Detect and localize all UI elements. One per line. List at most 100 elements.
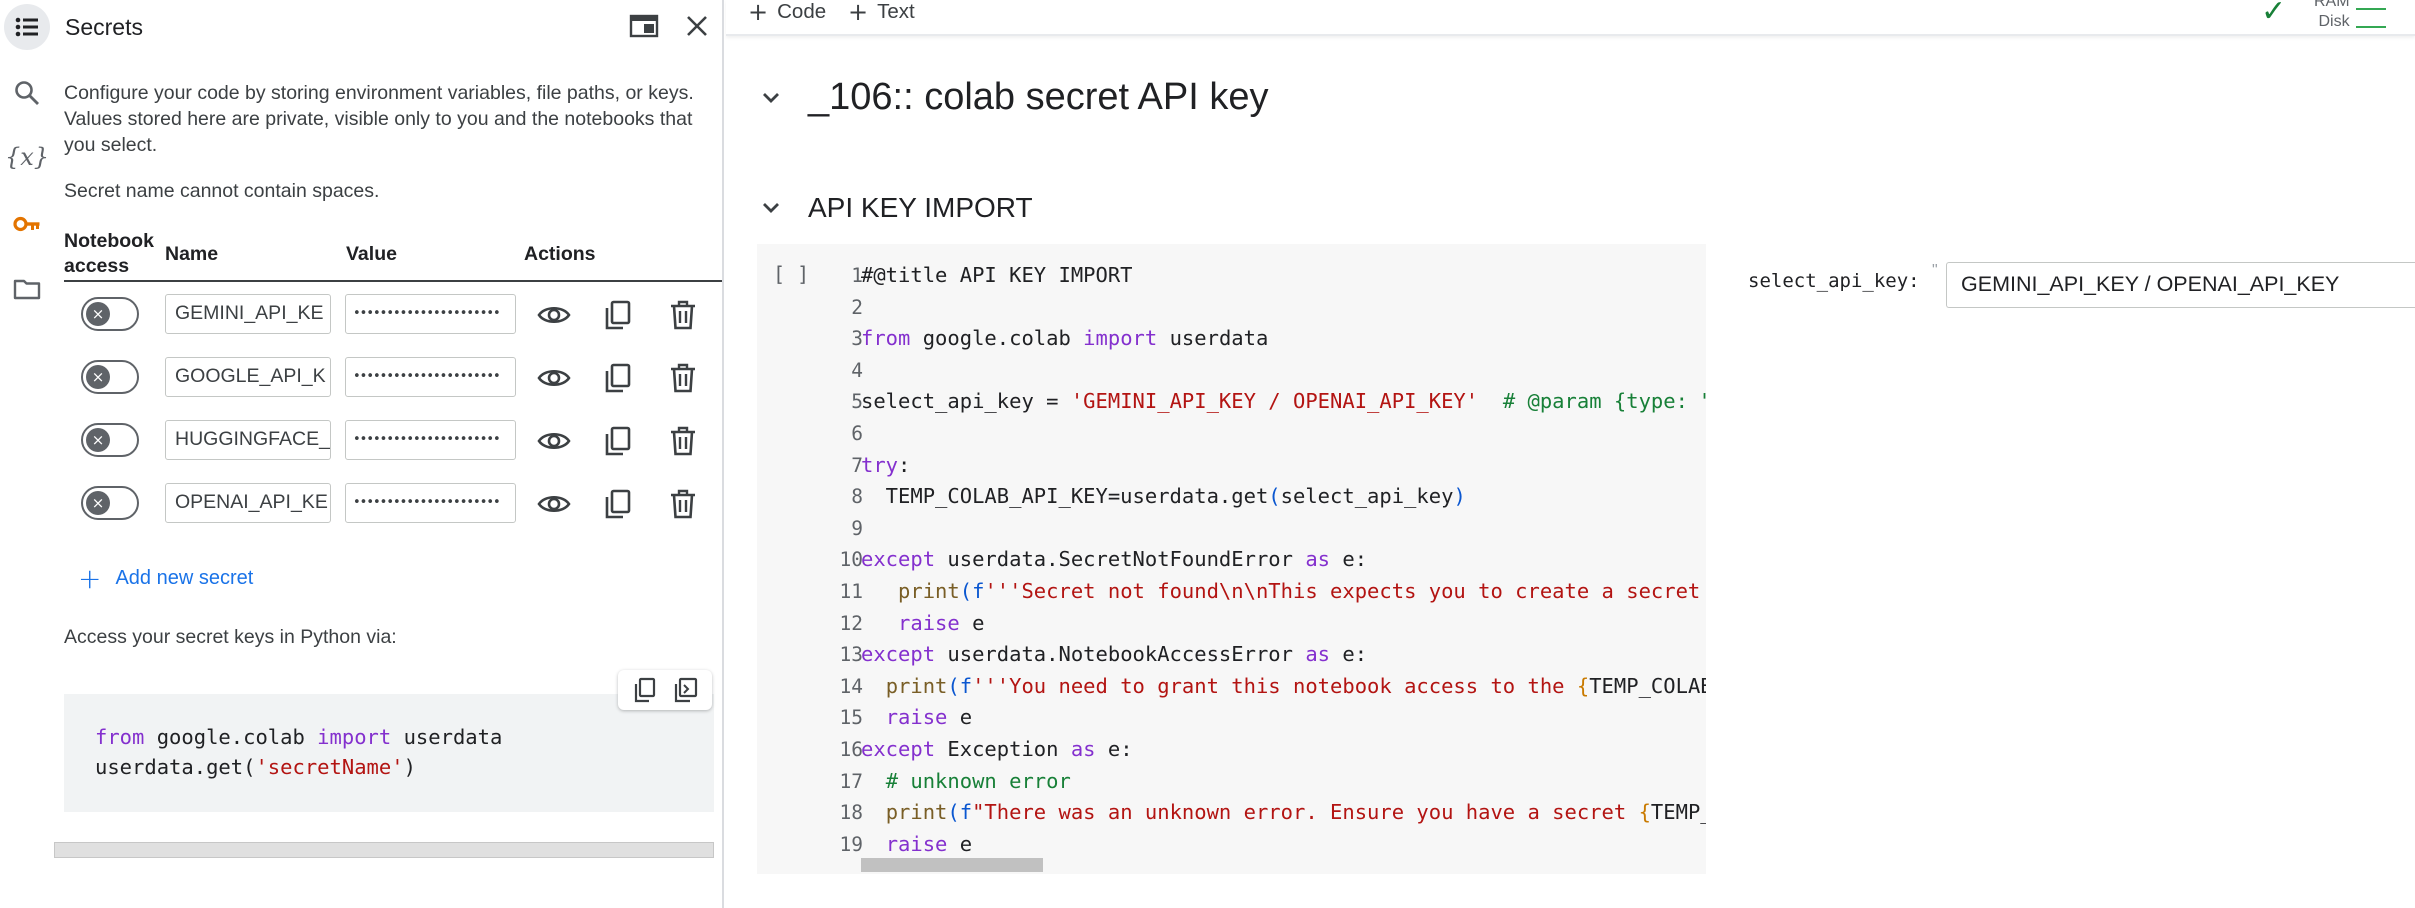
add-new-secret-label: Add new secret xyxy=(115,566,254,589)
ram-label: RAM xyxy=(2314,0,2350,10)
secret-value-field[interactable]: •••••••••••••••••••••• xyxy=(345,294,516,334)
line-number: 2 xyxy=(851,295,863,319)
panel-title: Secrets xyxy=(65,14,143,40)
copy-value-button[interactable] xyxy=(600,360,636,396)
line-number: 7 xyxy=(851,453,863,477)
trash-icon xyxy=(671,300,695,330)
notebook-heading[interactable]: _106:: colab secret API key xyxy=(758,76,1269,119)
code-line: TEMP_COLAB_API_KEY=userdata.get(select_a… xyxy=(861,484,1466,509)
code-line xyxy=(861,513,1706,545)
line-number: 11 xyxy=(839,579,863,603)
secret-value-field[interactable]: •••••••••••••••••••••• xyxy=(345,357,516,397)
secret-name-field[interactable]: GOOGLE_API_K xyxy=(165,357,331,397)
copy-value-button[interactable] xyxy=(600,423,636,459)
access-note: Access your secret keys in Python via: xyxy=(64,626,397,648)
insert-code-cell-icon[interactable] xyxy=(672,676,700,704)
code-cell[interactable]: [ ] 1 2 3 4 5 6 7 8 9 10 11 12 13 14 15 … xyxy=(757,244,1706,874)
code-line: print(f"There was an unknown error. Ensu… xyxy=(885,800,1706,825)
secret-name-field[interactable]: OPENAI_API_KE xyxy=(165,483,331,523)
plus-icon: + xyxy=(848,0,869,26)
add-new-secret-button[interactable]: + Add new secret xyxy=(78,561,253,595)
line-number: 8 xyxy=(851,485,863,509)
resource-indicator[interactable]: RAM Disk xyxy=(2314,0,2350,32)
plus-icon: + xyxy=(78,561,102,595)
select-api-key-field[interactable]: GEMINI_API_KEY / OPENAI_API_KEY xyxy=(1946,262,2415,308)
toggle-visibility-button[interactable] xyxy=(536,423,572,459)
key-icon xyxy=(13,216,40,232)
trash-icon xyxy=(671,363,695,393)
table-header-divider xyxy=(64,280,722,282)
notebook-access-toggle[interactable]: × xyxy=(81,297,139,331)
secret-name-field[interactable]: HUGGINGFACE_ xyxy=(165,420,331,460)
code-line: raise e xyxy=(885,705,973,730)
line-number: 19 xyxy=(839,832,863,856)
line-number: 13 xyxy=(839,643,863,667)
ram-usage-bar xyxy=(2356,8,2386,10)
code-line: try: xyxy=(861,452,911,477)
secret-name-field[interactable]: GEMINI_API_KE xyxy=(165,294,331,334)
open-in-tab-button[interactable] xyxy=(626,8,662,44)
delete-secret-button[interactable] xyxy=(665,360,701,396)
code-line: from google.colab import userdata xyxy=(861,326,1269,351)
add-text-cell-button[interactable]: + Text xyxy=(848,0,915,26)
toggle-visibility-button[interactable] xyxy=(536,486,572,522)
string-param-marker: " xyxy=(1932,262,1938,279)
copy-icon xyxy=(605,300,631,330)
copy-value-button[interactable] xyxy=(600,486,636,522)
line-number: 17 xyxy=(839,769,863,793)
toggle-off-icon: × xyxy=(86,365,110,389)
column-notebook-access-line2: access xyxy=(64,255,130,277)
checkmark-icon: ✓ xyxy=(2261,0,2287,29)
secret-value-field[interactable]: •••••••••••••••••••••• xyxy=(345,483,516,523)
code-line: except Exception as e: xyxy=(861,736,1133,761)
secret-row: × OPENAI_API_KE •••••••••••••••••••••• xyxy=(52,476,724,526)
secret-value-field[interactable]: •••••••••••••••••••••• xyxy=(345,420,516,460)
line-number: 9 xyxy=(851,516,863,540)
toggle-off-icon: × xyxy=(86,491,110,515)
notebook-access-toggle[interactable]: × xyxy=(81,486,139,520)
copy-icon[interactable] xyxy=(631,676,659,704)
column-notebook-access-line1: Notebook xyxy=(64,230,154,252)
code-editor[interactable]: #@title API KEY IMPORT from google.colab… xyxy=(861,260,1706,860)
delete-secret-button[interactable] xyxy=(665,423,701,459)
chevron-down-icon[interactable] xyxy=(758,195,784,221)
activity-rail: {x} xyxy=(0,0,52,908)
section-heading-text: API KEY IMPORT xyxy=(808,192,1033,223)
section-heading[interactable]: API KEY IMPORT xyxy=(758,192,1033,224)
variables-button[interactable]: {x} xyxy=(4,134,50,180)
search-icon xyxy=(15,81,39,105)
column-value: Value xyxy=(346,243,397,265)
copy-icon xyxy=(605,489,631,519)
line-number: 1 xyxy=(851,264,863,287)
code-line: print(f'''You need to grant this noteboo… xyxy=(885,673,1706,698)
run-cell-button[interactable]: [ ] xyxy=(773,262,810,286)
files-button[interactable] xyxy=(4,266,50,312)
table-of-contents-button[interactable] xyxy=(4,4,50,50)
toggle-visibility-button[interactable] xyxy=(536,297,572,333)
toggle-visibility-button[interactable] xyxy=(536,360,572,396)
list-icon xyxy=(15,17,38,37)
line-number: 3 xyxy=(851,327,863,351)
panel-horizontal-scrollbar[interactable] xyxy=(54,842,714,858)
code-horizontal-scrollbar[interactable] xyxy=(861,858,1043,872)
copy-value-button[interactable] xyxy=(600,297,636,333)
delete-secret-button[interactable] xyxy=(665,297,701,333)
secrets-panel: Secrets Configure your code by storing e… xyxy=(52,0,724,908)
disk-usage-bar xyxy=(2356,26,2386,28)
close-panel-button[interactable] xyxy=(679,8,715,44)
variables-icon: {x} xyxy=(4,143,50,171)
open-in-tab-icon xyxy=(629,14,659,38)
add-code-cell-button[interactable]: + Code xyxy=(748,0,826,26)
code-line: raise e xyxy=(898,610,985,635)
find-replace-button[interactable] xyxy=(4,70,50,116)
delete-secret-button[interactable] xyxy=(665,486,701,522)
notebook-access-toggle[interactable]: × xyxy=(81,360,139,394)
eye-icon xyxy=(537,495,571,513)
plus-icon: + xyxy=(748,0,769,26)
code-line xyxy=(861,355,1706,387)
notebook-access-toggle[interactable]: × xyxy=(81,423,139,457)
chevron-down-icon[interactable] xyxy=(758,85,784,111)
folder-icon xyxy=(13,279,41,300)
secrets-button[interactable] xyxy=(4,201,50,247)
copy-icon xyxy=(605,363,631,393)
